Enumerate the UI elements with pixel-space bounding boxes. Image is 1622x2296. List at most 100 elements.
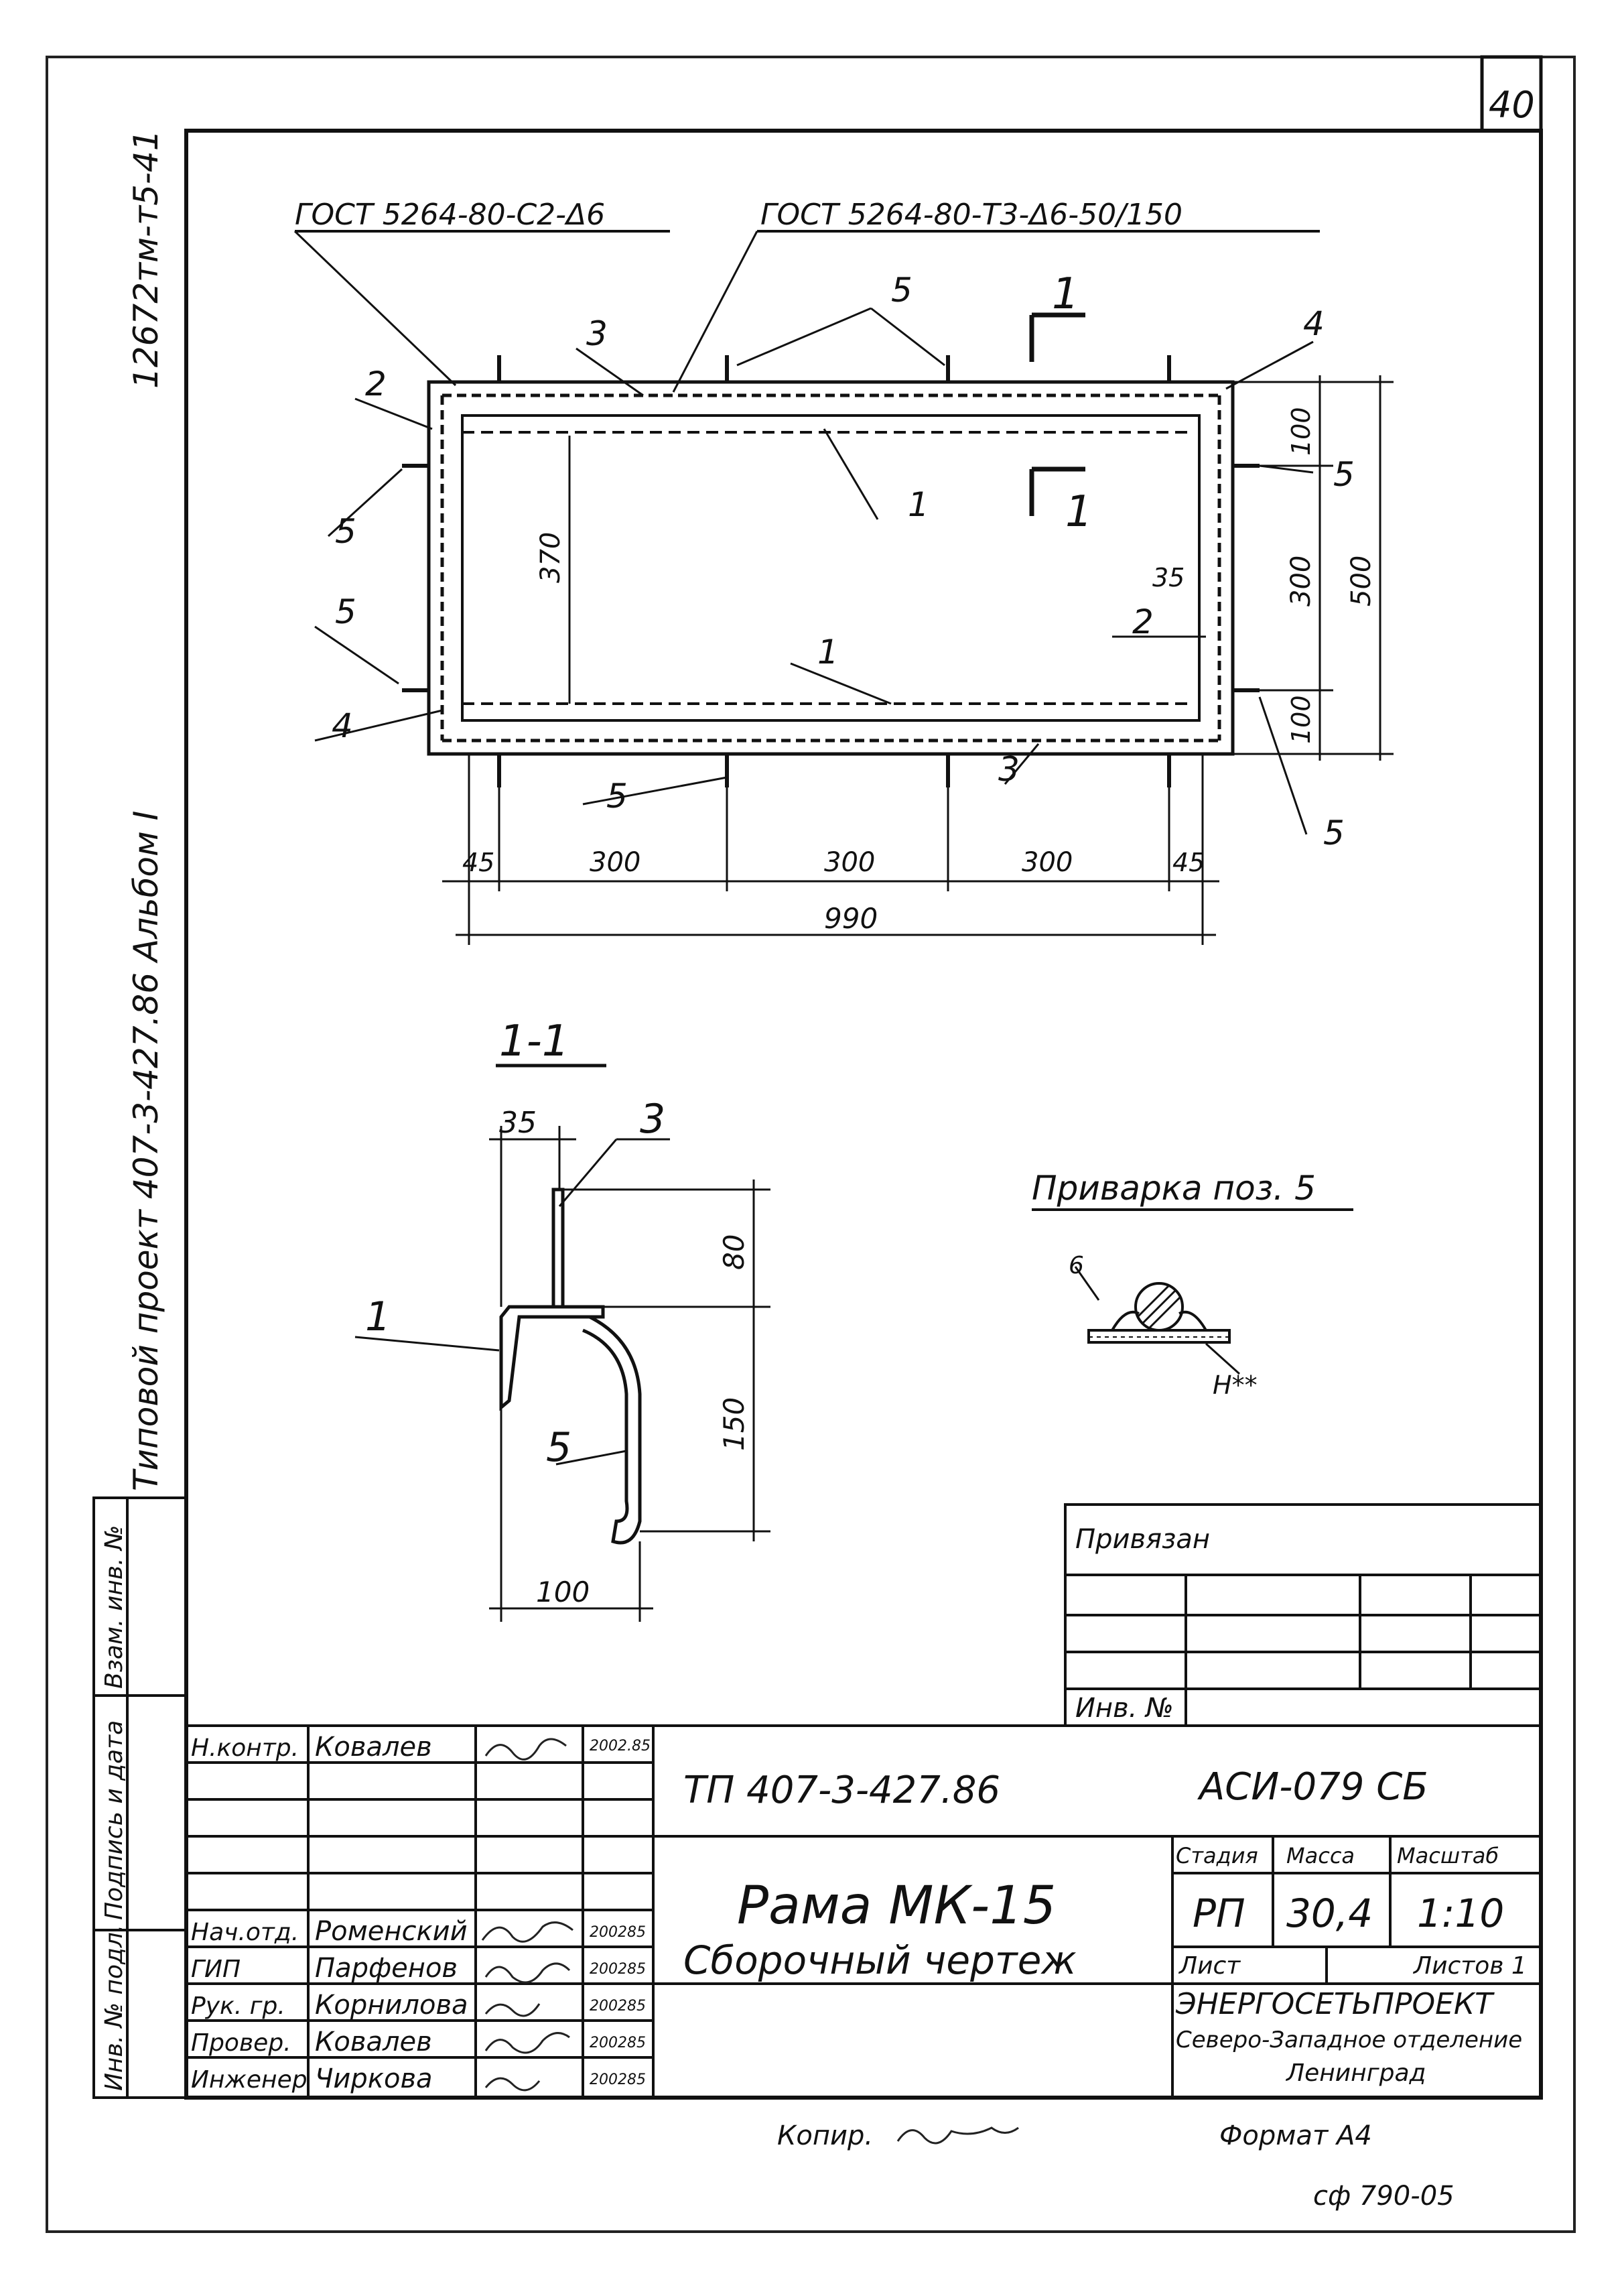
pos-label-5-right-b: 5 [1323,814,1345,852]
section-dim-35: 35 [499,1106,537,1140]
mass-value: 30,4 [1286,1891,1373,1936]
sheet-label: Лист [1178,1952,1241,1980]
scale-value: 1:10 [1417,1891,1504,1936]
footer-copier-signature [896,2126,1019,2145]
pos-label-4-left: 4 [332,706,353,745]
dim-right-500: 500 [1346,556,1377,607]
frame-plan-view [293,230,1394,945]
signature-rows: Н.контр. Ковалев 2002.85 Нач.отд. Роменс… [191,1732,651,2094]
signature-scribble [484,2003,541,2017]
side-stamp-label-vzam: Взам. инв. № [100,1525,128,1689]
frame-outer-contour [427,380,1235,756]
dim-bottom-300-c: 300 [1022,847,1073,878]
pos-label-5-bottom: 5 [606,777,628,816]
sig-date: 200285 [590,2035,646,2051]
section-label-5: 5 [546,1424,571,1471]
footer-copied: Копир. [777,2120,873,2151]
sig-role: ГИП [191,1956,241,1983]
section-pos3-plate [551,1188,565,1309]
side-project-title: Типовой проект 407-3-427.86 Альбом I [127,811,165,1491]
signature-scribble [484,1738,567,1761]
leader-pos5-top-a [736,307,872,367]
gost-right-label: ГОСТ 5264-80-Т3-Δ6-50/150 [760,198,1182,232]
leader-pos5-left-a [327,468,403,537]
section-pos5-anchor [582,1315,642,1545]
sig-role: Рук. гр. [191,1992,285,2020]
leader-pos3-bottom [1004,743,1040,785]
section-pos1-angle [499,1305,605,1411]
binding-title: Привязан [1075,1524,1210,1555]
frame-inner-contour [461,414,1201,722]
weld-rod-hatch-2 [1148,1295,1182,1330]
section-dim-150: 150 [718,1397,750,1451]
signature-scribble [484,1962,571,1984]
section-dim-80: 80 [718,1234,750,1270]
leader-pos1-bottom [790,662,892,705]
sig-role: Провер. [191,2029,291,2057]
dim-right-300: 300 [1286,556,1316,607]
pos-label-3-top: 3 [586,314,608,353]
leader-pos5-left-b [314,625,399,685]
section-1-1-drawing [354,1126,770,1622]
pos-label-5-top: 5 [891,271,913,310]
drawing-title-line1: Рама МК-15 [737,1876,1056,1936]
weld-detail-title: Приварка поз. 5 [1032,1169,1316,1208]
gost-left-leader [293,230,457,387]
pos-label-2-right: 2 [1132,602,1154,641]
section-dim-100: 100 [536,1576,590,1608]
doc-code: ТП 407-3-427.86 [683,1769,1000,1812]
dim-370: 370 [535,532,566,583]
weld-fillet-left [1111,1310,1140,1331]
dim-bottom-45-left: 45 [462,848,494,877]
sig-name: Ковалев [315,1732,432,1763]
pos-label-3-bottom: 3 [998,750,1020,789]
dim-right-100-bottom: 100 [1286,695,1316,744]
signature-scribble [484,2077,541,2092]
handwritten-signatures [481,1738,573,2092]
signature-scribble [484,2032,570,2054]
weld-rod-hatch-1 [1141,1289,1177,1325]
sig-date: 200285 [590,1961,646,1978]
org-department: Северо-Западное отделение [1176,2027,1522,2053]
pos-label-5-right-a: 5 [1333,455,1355,494]
pos-label-1-bottom: 1 [817,633,839,672]
dim-right-100-top: 100 [1286,407,1316,456]
sig-name: Чиркова [315,2063,433,2094]
drawing-title-line2: Сборочный чертеж [683,1937,1077,1983]
org-name: ЭНЕРГОСЕТЬПРОЕКТ [1175,1987,1495,2021]
section-title: 1-1 [499,1017,569,1066]
weld-h-label: Н** [1213,1370,1258,1400]
weld-rod [1134,1282,1184,1332]
dim-35-plan: 35 [1152,563,1185,592]
gost-left-label: ГОСТ 5264-80-С2-Δ6 [295,198,605,232]
stage-header: Стадия [1176,1843,1258,1868]
outer-frame [46,56,1576,2233]
side-stamp-label-inv-podl: Инв. № подл. [100,1925,128,2091]
sig-name: Ковалев [315,2027,432,2057]
title-block-grid [185,1724,1542,2099]
weld-fillet-right [1178,1310,1207,1331]
section-leader-5 [555,1450,627,1466]
section-label-1: 1 [365,1293,391,1340]
sig-date: 200285 [590,1998,646,2015]
scale-header: Масштаб [1397,1843,1499,1868]
sheet-number: 40 [1489,84,1535,126]
sheets-label: Листов 1 [1412,1952,1527,1980]
gost-right-leader [672,231,758,393]
weld-leg-dim [1074,1266,1100,1301]
sig-role: Н.контр. [191,1734,299,1762]
binding-inv-label: Инв. № [1075,1693,1174,1724]
org-city: Ленинград [1285,2059,1426,2087]
footer-format: Формат А4 [1219,2120,1372,2151]
leader-pos5-top-b [870,307,945,367]
dim-bottom-45-right: 45 [1172,848,1205,877]
drawing-code: АСИ-079 СБ [1197,1765,1428,1809]
leader-pos4-top [1225,340,1314,390]
sig-name: Корнилова [315,1990,468,2021]
weld-base-plate [1087,1329,1231,1344]
sig-date: 200285 [590,2071,646,2088]
weld-rod-hatch-3 [1136,1284,1170,1318]
leader-pos2-left [354,397,433,430]
dim-total-990: 990 [824,902,878,935]
